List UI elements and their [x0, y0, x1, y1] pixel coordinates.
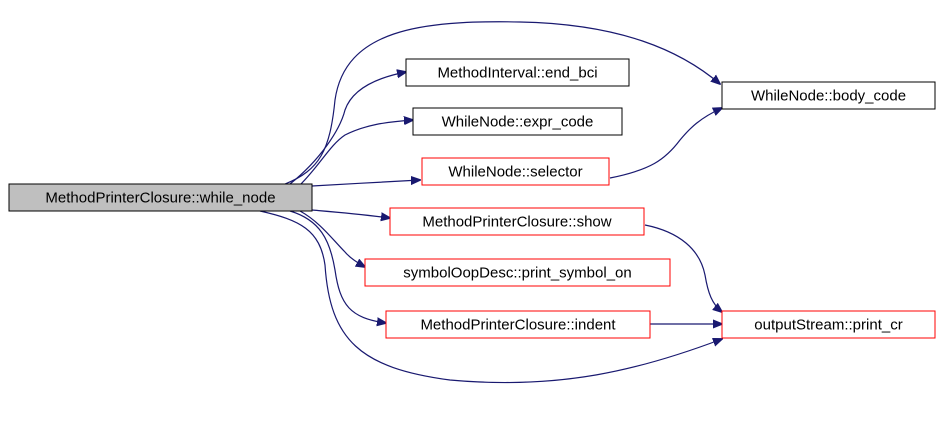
node-expr-code-label: WhileNode::expr_code — [442, 114, 594, 131]
edges — [259, 21, 722, 384]
node-print-cr[interactable]: outputStream::print_cr — [721, 310, 936, 339]
node-end-bci-box — [405, 58, 630, 87]
node-print-symbol-on-label: symbolOopDesc::print_symbol_on — [403, 265, 631, 282]
node-show[interactable]: MethodPrinterClosure::show — [389, 207, 645, 236]
node-selector-label: WhileNode::selector — [448, 164, 582, 181]
node-expr-code-box — [412, 107, 623, 136]
edge-root-to-body-code — [284, 21, 720, 185]
node-body-code-label: WhileNode::body_code — [751, 88, 906, 105]
edge-root-to-selector — [311, 180, 420, 187]
node-indent[interactable]: MethodPrinterClosure::indent — [385, 310, 651, 339]
node-root[interactable]: MethodPrinterClosure::while_node — [8, 183, 313, 212]
node-indent-box — [385, 310, 651, 339]
node-end-bci[interactable]: MethodInterval::end_bci — [405, 58, 630, 87]
edge-root-to-indent — [289, 210, 386, 323]
edge-root-to-print-symbol-on — [299, 210, 365, 267]
node-selector[interactable]: WhileNode::selector — [421, 157, 610, 186]
node-indent-label: MethodPrinterClosure::indent — [420, 317, 616, 334]
node-end-bci-label: MethodInterval::end_bci — [437, 65, 597, 82]
node-print-cr-label: outputStream::print_cr — [754, 317, 902, 334]
node-show-box — [389, 207, 645, 236]
node-body-code[interactable]: WhileNode::body_code — [721, 81, 936, 110]
node-expr-code[interactable]: WhileNode::expr_code — [412, 107, 623, 136]
edge-selector-to-body-code — [609, 108, 722, 179]
edge-show-to-print-cr — [644, 224, 722, 312]
node-root-label: MethodPrinterClosure::while_node — [45, 190, 275, 207]
edge-root-to-show — [311, 209, 390, 218]
edge-root-to-expr-code — [299, 120, 413, 186]
node-show-label: MethodPrinterClosure::show — [422, 214, 611, 231]
node-body-code-box — [721, 81, 936, 110]
node-print-symbol-on[interactable]: symbolOopDesc::print_symbol_on — [364, 258, 671, 287]
node-selector-box — [421, 157, 610, 186]
edge-root-to-end-bci — [289, 72, 406, 185]
node-print-symbol-on-box — [364, 258, 671, 287]
node-root-box — [8, 183, 313, 212]
node-print-cr-box — [721, 310, 936, 339]
edge-root-to-print-cr — [259, 210, 722, 384]
